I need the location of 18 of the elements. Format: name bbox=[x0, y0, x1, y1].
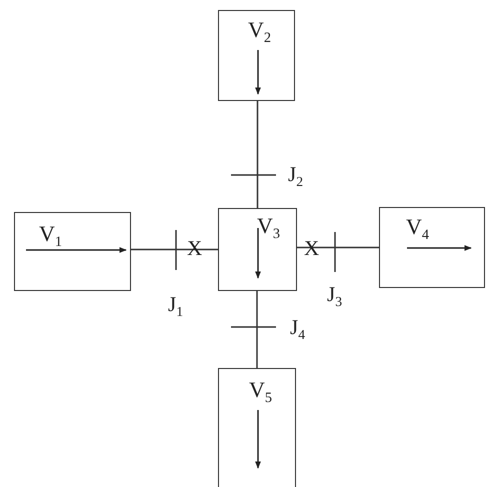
junction-label: J$_{4}$ bbox=[290, 317, 306, 342]
junction-label: J$_{1}$ bbox=[168, 294, 184, 318]
volume-box bbox=[379, 207, 485, 288]
connector-line bbox=[131, 248, 218, 250]
volume-label: V$_{3}$ bbox=[257, 215, 280, 242]
junction-label: J$_{2}$ bbox=[288, 164, 304, 188]
volume-label: V$_{2}$ bbox=[248, 19, 272, 46]
volume-box bbox=[218, 208, 297, 291]
connector-line bbox=[256, 291, 258, 368]
volume-label: V$_{5}$ bbox=[249, 379, 272, 406]
connector-line bbox=[256, 101, 258, 208]
connector-line bbox=[297, 246, 379, 248]
junction-label: J$_{3}$ bbox=[327, 284, 342, 308]
volume-box bbox=[14, 212, 131, 291]
volume-box bbox=[218, 368, 296, 487]
volume-box bbox=[218, 10, 295, 101]
volume-label: V$_{4}$ bbox=[406, 216, 430, 242]
volume-label: V$_{1}$ bbox=[39, 223, 62, 250]
